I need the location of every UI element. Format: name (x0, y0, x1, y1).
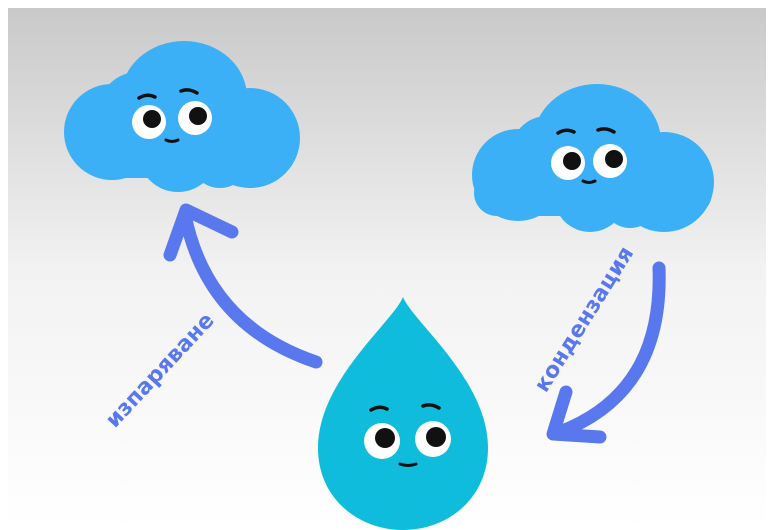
pupil-left (563, 152, 581, 170)
mouth (400, 464, 416, 466)
mouth (583, 181, 595, 183)
pupil-left (143, 110, 161, 128)
pupil-right (605, 150, 623, 168)
pupil-right (189, 107, 207, 125)
pupil-left (375, 428, 395, 448)
pupil-right (426, 427, 446, 447)
mouth (166, 140, 178, 142)
